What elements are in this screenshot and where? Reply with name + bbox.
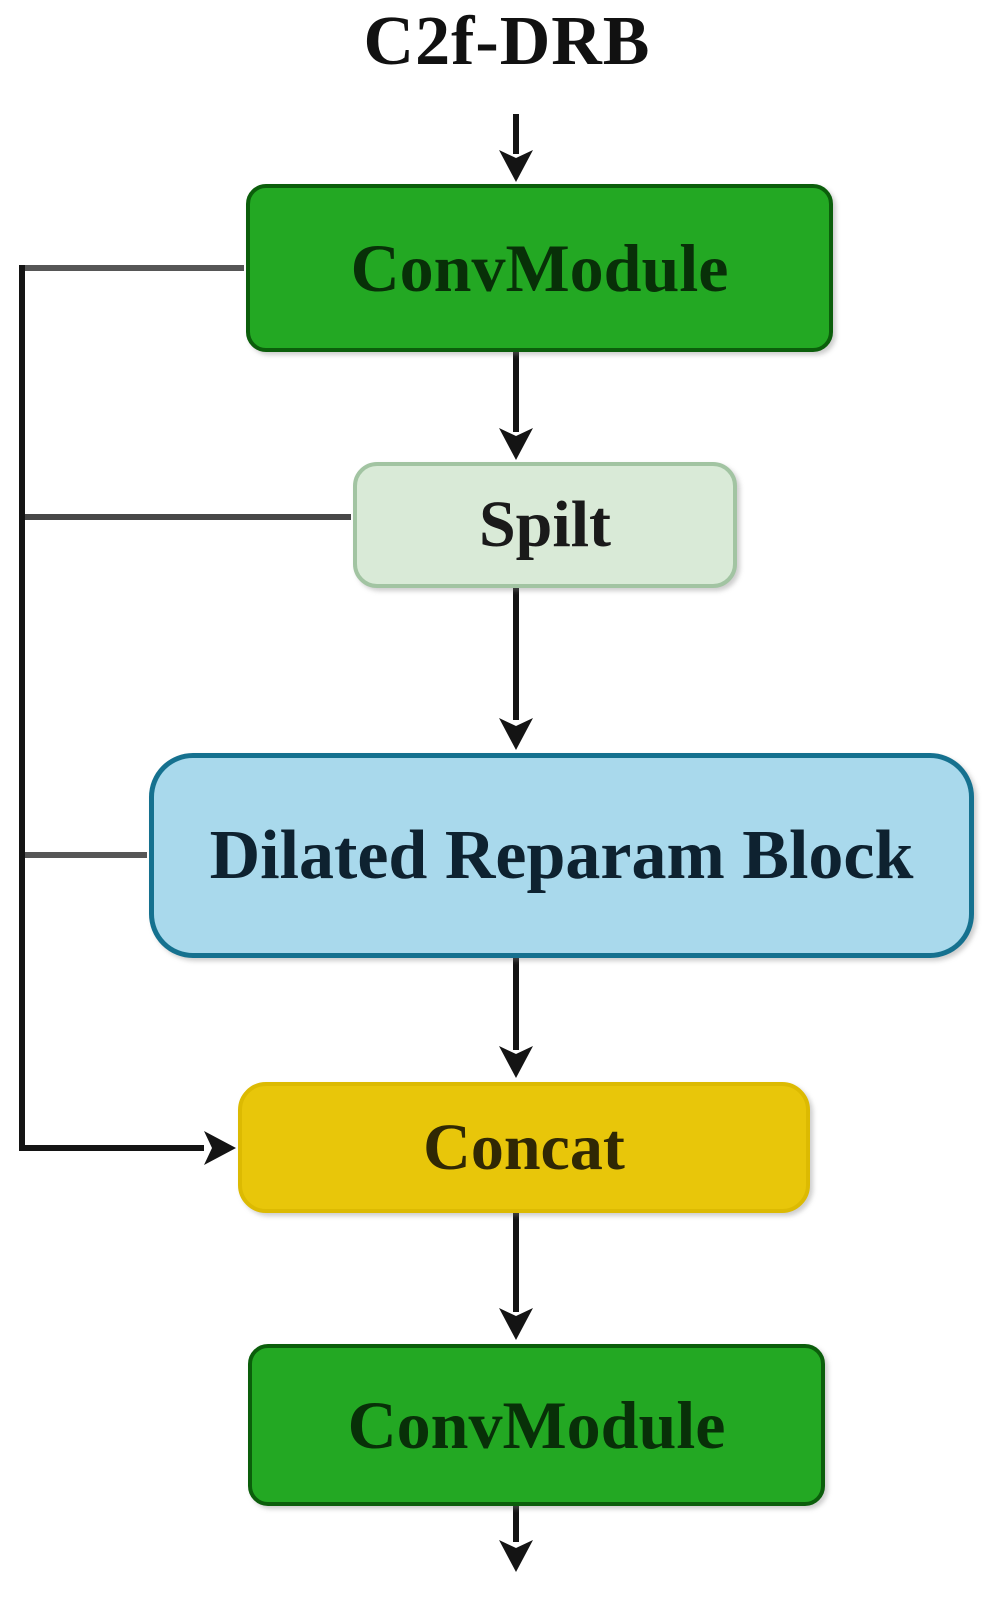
edge-convmodule-to-split — [499, 352, 533, 460]
edge-title-to-convmodule — [499, 114, 533, 182]
node-convmodule-bottom: ConvModule — [248, 1344, 825, 1506]
edge-drb-to-concat — [499, 958, 533, 1078]
diagram-title: C2f-DRB — [363, 3, 651, 80]
edge-convmodule-to-output — [499, 1506, 533, 1572]
node-label: Concat — [423, 1110, 625, 1184]
arrowhead-down-icon — [499, 718, 533, 750]
edge-split-to-drb — [499, 588, 533, 750]
skip-bus-to-concat — [19, 1131, 236, 1165]
node-split: Spilt — [353, 462, 737, 588]
arrowhead-down-icon — [499, 1540, 533, 1572]
node-concat: Concat — [238, 1082, 810, 1213]
node-label: ConvModule — [350, 229, 729, 306]
node-label: ConvModule — [347, 1386, 726, 1463]
arrowhead-down-icon — [499, 428, 533, 460]
edge-concat-to-convmodule — [499, 1213, 533, 1340]
node-label: Spilt — [478, 488, 612, 561]
arrowhead-down-icon — [499, 1308, 533, 1340]
node-convmodule-top: ConvModule — [246, 184, 833, 352]
arrowhead-down-icon — [499, 1046, 533, 1078]
arrowhead-right-icon — [204, 1131, 236, 1165]
node-label: Dilated Reparam Block — [209, 816, 914, 894]
arrowhead-down-icon — [499, 150, 533, 182]
node-dilated-reparam-block: Dilated Reparam Block — [149, 753, 974, 958]
